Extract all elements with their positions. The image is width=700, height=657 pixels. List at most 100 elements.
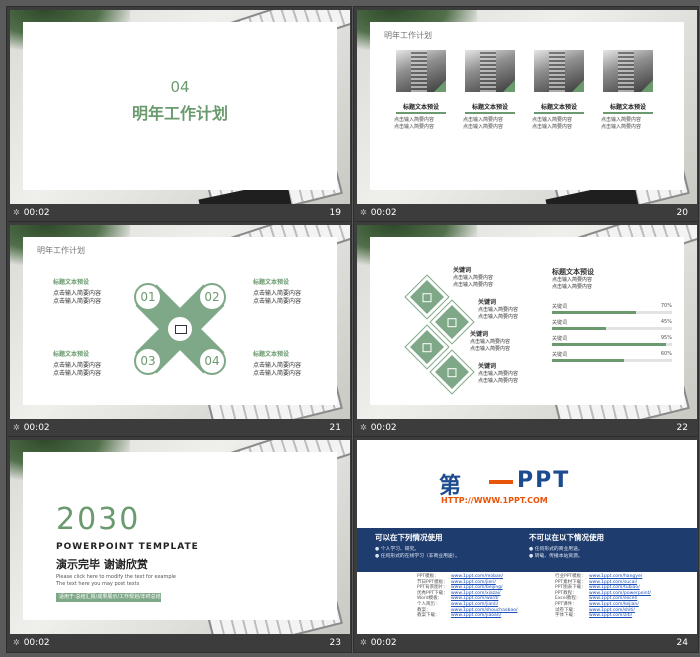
progress-bar <box>552 311 636 314</box>
keyword-title: 关键词 <box>478 363 497 370</box>
chart-icon <box>166 315 194 343</box>
link[interactable]: www.1ppt.com/ziti/ <box>589 613 633 619</box>
slide-preview: 2030 POWERPOINT TEMPLATE 演示完毕 谢谢欣赏 Pleas… <box>10 440 350 634</box>
photo-text: 点击输入简要内容 <box>532 124 573 130</box>
slide-card: 2030 POWERPOINT TEMPLATE 演示完毕 谢谢欣赏 Pleas… <box>23 452 337 620</box>
link[interactable]: www.1ppt.com/powerpoint/ <box>589 590 651 596</box>
slide-preview: 关键词 点击输入简要内容 点击输入简要内容 关键词 点击输入简要内容 点击输入简… <box>357 225 697 419</box>
link[interactable]: www.1ppt.com/jiaoan/ <box>451 613 502 619</box>
progress-bar <box>552 359 624 362</box>
usage-banner: 可以在下列情况使用 ● 个人学习、研究。 ● 任何形式的在线学习（非商业用途）。… <box>357 528 697 572</box>
slide-thumbnail-20[interactable]: 明年工作计划 标题文本预设 点击输入简要内容 点击输入简要内容 标题文本预设 点… <box>353 6 699 223</box>
link[interactable]: www.1ppt.com/sucai/ <box>589 579 638 585</box>
slide-footer: ✲00:02 19 <box>7 204 351 222</box>
keyword-line: 点击输入简要内容 <box>478 307 519 313</box>
x-diagram: 01 02 03 04 <box>134 283 226 375</box>
link[interactable]: www.1ppt.com/kejian/ <box>589 601 639 607</box>
item-line: 点击输入简要内容 <box>53 370 102 377</box>
step-03: 03 <box>134 347 162 375</box>
section-number: 04 <box>170 78 190 96</box>
slide-preview: 明年工作计划 标题文本预设 点击输入简要内容 点击输入简要内容 标题文本预设 点… <box>10 225 350 419</box>
links-right: 行业PPT模板：www.1ppt.com/hangye/ PPT素材下载：www… <box>555 574 651 619</box>
link[interactable]: www.1ppt.com/beijing/ <box>451 585 503 591</box>
keyword-line: 点击输入简要内容 <box>453 282 494 288</box>
can-use-line: ● 个人学习、研究。 <box>375 547 420 552</box>
slide-card: 04 明年工作计划 <box>23 22 337 190</box>
photo-label: 标题文本预设 <box>540 104 577 111</box>
progress-bar <box>552 327 606 330</box>
cannot-use-column: 不可以在以下情况使用 ● 任何形式的商业用途。 ● 转载、传播本站资源。 <box>529 532 604 560</box>
slide-timing: 00:02 <box>370 638 397 648</box>
link[interactable]: www.1ppt.com/xiazai/ <box>451 590 501 596</box>
slide-header: 明年工作计划 <box>37 246 85 255</box>
right-title: 标题文本预设 <box>552 268 594 276</box>
year-title: 2030 <box>56 502 141 537</box>
slide-card: 明年工作计划 标题文本预设 点击输入简要内容 点击输入简要内容 标题文本预设 点… <box>23 237 337 405</box>
bar-label: 关键词 <box>552 352 568 358</box>
keyword-title: 关键词 <box>478 299 497 306</box>
link[interactable]: www.1ppt.com/word/ <box>451 596 499 602</box>
link[interactable]: www.1ppt.com/hangye/ <box>589 574 643 579</box>
slide-thumbnail-21[interactable]: 明年工作计划 标题文本预设 点击输入简要内容 点击输入简要内容 标题文本预设 点… <box>6 221 352 438</box>
slide-card: 关键词 点击输入简要内容 点击输入简要内容 关键词 点击输入简要内容 点击输入简… <box>370 237 684 405</box>
slide-footer: ✲00:02 22 <box>354 419 698 437</box>
building-photo <box>465 50 515 92</box>
item-03-text: 标题文本预设 点击输入简要内容 点击输入简要内容 <box>53 351 101 378</box>
first-ppt-logo: 第 PPT HTTP://WWW.1PPT.COM <box>439 468 619 508</box>
can-use-column: 可以在下列情况使用 ● 个人学习、研究。 ● 任何形式的在线学习（非商业用途）。 <box>375 532 460 560</box>
slide-footer: ✲00:02 20 <box>354 204 698 222</box>
slide-thumbnail-19[interactable]: 04 明年工作计划 ✲00:02 19 <box>6 6 352 223</box>
link[interactable]: www.1ppt.com/jieri/ <box>451 579 496 585</box>
slide-thumbnail-23[interactable]: 2030 POWERPOINT TEMPLATE 演示完毕 谢谢欣赏 Pleas… <box>6 436 352 653</box>
item-line: 点击输入简要内容 <box>53 298 102 305</box>
photo-text: 点击输入简要内容 <box>394 124 435 130</box>
thanks-title: 演示完毕 谢谢欣赏 <box>56 558 148 571</box>
logo-url: HTTP://WWW.1PPT.COM <box>441 496 548 505</box>
photo-label: 标题文本预设 <box>402 104 439 111</box>
slide-thumbnail-24[interactable]: 第 PPT HTTP://WWW.1PPT.COM 可以在下列情况使用 ● 个人… <box>353 436 699 653</box>
slide-number: 19 <box>329 208 341 218</box>
item-title: 标题文本预设 <box>53 279 90 286</box>
slide-thumbnail-22[interactable]: 关键词 点击输入简要内容 点击输入简要内容 关键词 点击输入简要内容 点击输入简… <box>353 221 699 438</box>
photo-text: 点击输入简要内容 <box>463 124 504 130</box>
slide-timing: 00:02 <box>370 208 397 218</box>
section-title: 明年工作计划 <box>131 104 228 123</box>
link[interactable]: www.1ppt.com/excel/ <box>589 596 638 602</box>
link[interactable]: www.1ppt.com/jianli/ <box>451 601 499 607</box>
can-use-title: 可以在下列情况使用 <box>375 533 443 542</box>
slide-footer: ✲00:02 23 <box>7 634 351 652</box>
photo-text: 点击输入简要内容 <box>463 117 504 123</box>
link[interactable]: www.1ppt.com/tubiao/ <box>589 585 640 591</box>
slide-footer: ✲00:02 24 <box>354 634 698 652</box>
photo-text: 点击输入简要内容 <box>532 117 573 123</box>
item-line: 点击输入简要内容 <box>53 362 102 369</box>
link[interactable]: www.1ppt.com/shouchaobao/ <box>451 607 518 613</box>
keyword-line: 点击输入简要内容 <box>478 314 519 320</box>
item-02-text: 标题文本预设 点击输入简要内容 点击输入简要内容 <box>253 279 301 306</box>
keyword-3: 关键词 点击输入简要内容 点击输入简要内容 <box>470 331 510 353</box>
slide-number: 21 <box>329 423 341 433</box>
logo-dash <box>489 480 513 484</box>
can-use-line: ● 任何形式的在线学习（非商业用途）。 <box>375 554 460 559</box>
slide-number: 24 <box>676 638 688 648</box>
cannot-use-title: 不可以在以下情况使用 <box>529 533 604 542</box>
star-icon: ✲ <box>360 423 367 432</box>
item-line: 点击输入简要内容 <box>253 298 302 305</box>
photo-text: 点击输入简要内容 <box>601 124 642 130</box>
right-line: 点击输入简要内容 <box>552 277 593 283</box>
step-02: 02 <box>198 283 226 311</box>
star-icon: ✲ <box>360 638 367 647</box>
link[interactable]: www.1ppt.com/moban/ <box>451 574 504 579</box>
star-icon: ✲ <box>13 638 20 647</box>
progress-bar <box>552 343 666 346</box>
link[interactable]: www.1ppt.com/shiti/ <box>589 607 635 613</box>
step-01: 01 <box>134 283 162 311</box>
bar-percent: 60% <box>660 351 672 357</box>
slide-footer: ✲00:02 21 <box>7 419 351 437</box>
item-line: 点击输入简要内容 <box>253 370 302 377</box>
divider <box>396 112 446 114</box>
right-heading: 标题文本预设 点击输入简要内容 点击输入简要内容 <box>552 269 594 291</box>
bar-label: 关键词 <box>552 320 568 326</box>
usage-tag: 适用于:总结汇报/成果展示/工作规划/年终总结 <box>56 593 161 602</box>
